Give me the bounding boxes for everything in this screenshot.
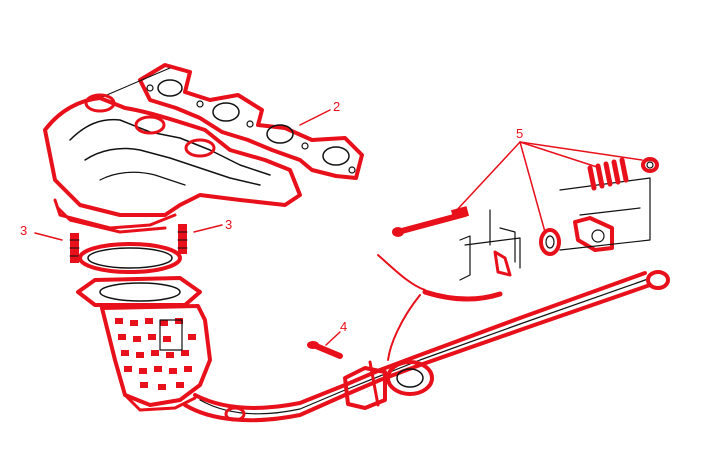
callout-part-3-left: 3 xyxy=(20,223,27,238)
catalytic-converter xyxy=(76,276,212,412)
flex-section xyxy=(377,254,503,361)
manifold-stud-right xyxy=(177,224,188,254)
exhaust-manifold xyxy=(43,93,302,234)
converter-gasket xyxy=(78,242,182,274)
converter-heat-shield-perforations xyxy=(115,318,196,390)
compression-springs xyxy=(587,157,659,191)
callout-part-4: 4 xyxy=(340,319,347,334)
flange-bolt xyxy=(307,341,343,359)
spring-bolt-kit xyxy=(392,157,659,281)
callout-part-5: 5 xyxy=(516,126,523,141)
callout-part-2: 2 xyxy=(333,99,340,114)
pipe-flange-joint xyxy=(343,360,434,410)
manifold-stud-left xyxy=(69,233,80,263)
leader-lines xyxy=(34,109,643,346)
callout-part-3-right: 3 xyxy=(225,217,232,232)
manifold-gasket xyxy=(94,63,364,180)
